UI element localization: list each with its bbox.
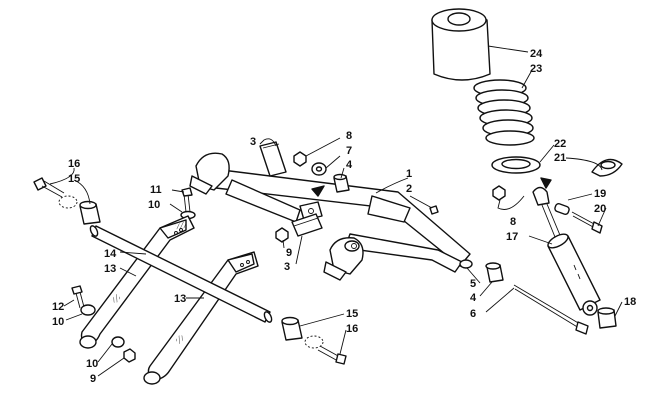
bolt-12 (71, 285, 85, 309)
callout-8-right: 8 (510, 216, 516, 228)
dashed-washer-right (304, 335, 324, 349)
cross-shaft-14 (89, 225, 273, 323)
nut-8-right (492, 185, 506, 201)
bushing-15-left (79, 200, 101, 225)
dashed-washer-left (58, 195, 78, 209)
callout-6: 6 (470, 308, 476, 320)
wear-pad-3-bottom (291, 213, 323, 237)
callout-11: 11 (150, 184, 162, 196)
callout-19: 19 (594, 188, 606, 200)
bushing-15-right (281, 316, 303, 341)
washer-10-lower-b (111, 336, 125, 348)
wear-pad-3-top (259, 141, 287, 177)
triangle-marker-2 (311, 185, 325, 197)
arm-eye-right (143, 371, 161, 385)
callout-16-right: 16 (346, 323, 358, 335)
callout-9-lower: 9 (90, 373, 96, 385)
bushing-5 (485, 262, 504, 283)
callout-1: 1 (406, 168, 412, 180)
callout-labels: 24 23 22 21 19 20 18 17 8 1 2 5 4 6 8 7 … (52, 48, 636, 385)
callout-20: 20 (594, 203, 606, 215)
spacer-19 (554, 202, 570, 216)
callout-9-middle: 9 (286, 247, 292, 259)
callout-15-right: 15 (346, 308, 358, 320)
callout-12: 12 (52, 301, 64, 313)
shock-boot (431, 8, 491, 81)
callout-10-lower-a: 10 (52, 316, 64, 328)
callout-13-left: 13 (104, 263, 116, 275)
callout-18: 18 (624, 296, 636, 308)
callout-5: 5 (470, 278, 476, 290)
callout-7: 7 (346, 145, 352, 157)
washer-7 (311, 162, 327, 176)
spring-retainer (591, 158, 623, 177)
arm-eye-left (79, 335, 97, 349)
callout-23: 23 (530, 63, 542, 75)
callout-22: 22 (554, 138, 566, 150)
swing-arm (189, 152, 473, 281)
callout-3-top: 3 (250, 136, 256, 148)
callout-16-left: 16 (68, 158, 80, 170)
washer-10-lower-a (80, 304, 96, 316)
shaft-bolt-6 (513, 284, 589, 335)
leader-lines (49, 45, 623, 377)
callout-4-top: 4 (346, 159, 353, 171)
callout-13-right: 13 (174, 293, 186, 305)
spring (473, 79, 535, 146)
callout-24: 24 (530, 48, 543, 60)
bushing-4-top (333, 173, 350, 193)
triangle-marker (540, 177, 552, 189)
bolt-20 (571, 211, 603, 234)
bolt-16-right (317, 345, 347, 365)
callout-10-lower-b: 10 (86, 358, 98, 370)
spring-seat (491, 156, 541, 174)
callout-8-top: 8 (346, 130, 352, 142)
nut-8-top (293, 151, 307, 167)
bolt-16-left (33, 177, 65, 198)
callout-3-bottom: 3 (284, 261, 290, 273)
shock-absorber (532, 186, 601, 316)
bolt-11 (181, 187, 193, 213)
callout-17: 17 (506, 231, 518, 243)
callout-2: 2 (406, 183, 412, 195)
callout-21: 21 (554, 152, 566, 164)
callout-10-upper: 10 (148, 199, 160, 211)
nut-9-lower (123, 348, 136, 363)
callout-15-left: 15 (68, 173, 80, 185)
bushing-18 (597, 307, 617, 329)
nut-9-middle (275, 227, 289, 243)
callout-14: 14 (104, 248, 117, 260)
callout-4-right: 4 (470, 292, 477, 304)
